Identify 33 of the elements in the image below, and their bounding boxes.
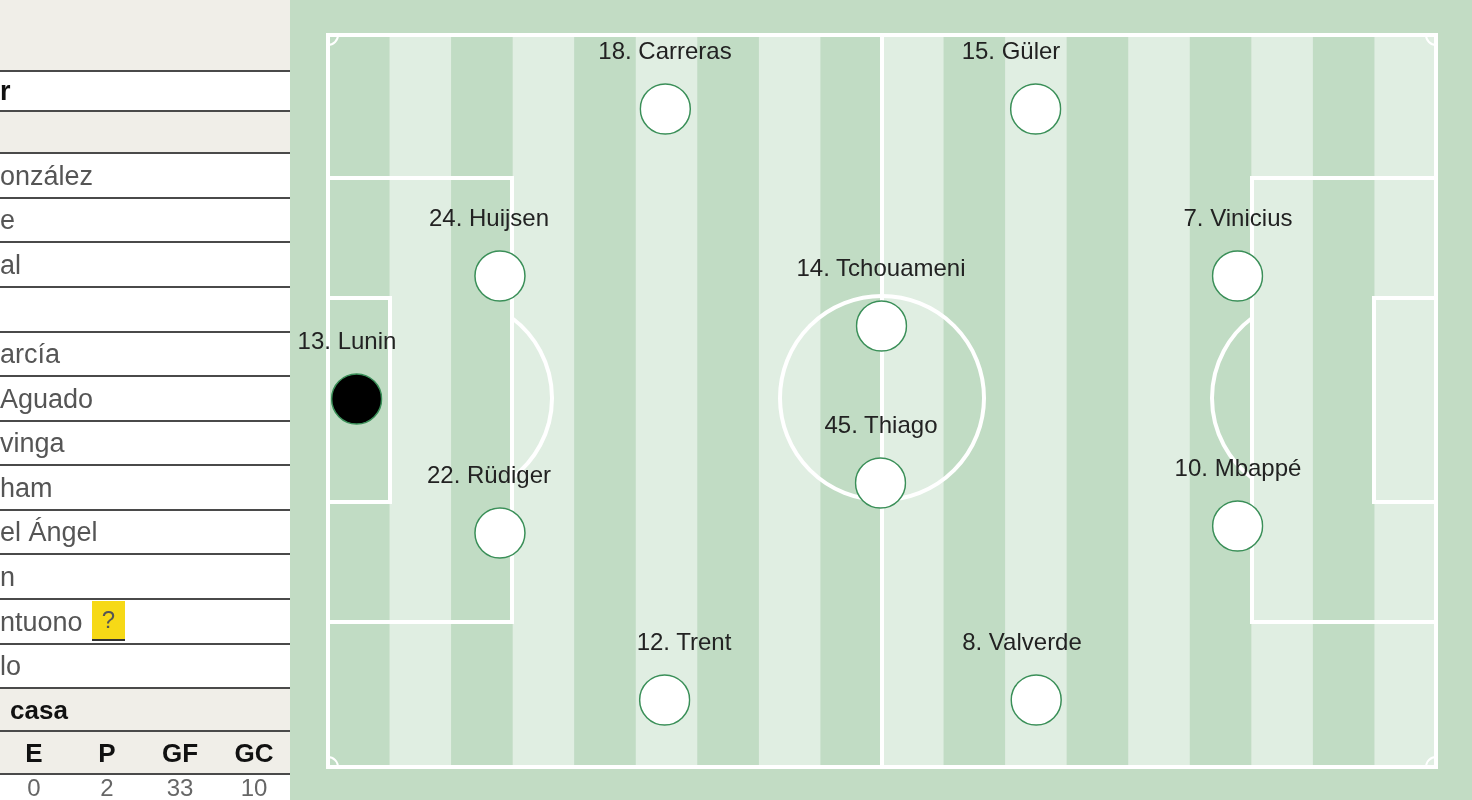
- player-name: 22. Rüdiger: [426, 461, 552, 489]
- player-name: 10. Mbappé: [1174, 454, 1302, 482]
- player-name: n: [0, 561, 16, 593]
- stat-value: 2: [100, 775, 114, 800]
- player-name: 15. Güler: [961, 37, 1061, 65]
- player-name: 14. Tchouameni: [796, 254, 966, 282]
- player-name: 7. Vinicius: [1183, 204, 1293, 232]
- section-heading: casa: [10, 694, 68, 726]
- column-header: E: [25, 737, 43, 769]
- player-name: Aguado: [0, 383, 94, 415]
- column-header: r: [0, 75, 11, 107]
- player-name: ntuono: [0, 606, 83, 638]
- player-name: el Ángel: [0, 516, 98, 548]
- player-name: ham: [0, 472, 53, 504]
- stat-value: 0: [27, 775, 41, 800]
- player-name: 13. Lunin: [297, 327, 397, 355]
- status-tag: ?: [92, 601, 125, 641]
- player-name: onzález: [0, 160, 94, 192]
- player-name: lo: [0, 650, 21, 682]
- column-header: GF: [161, 737, 199, 769]
- player-name: 45. Thiago: [824, 411, 938, 439]
- player-name: 8. Valverde: [962, 628, 1082, 656]
- player-name: e: [0, 204, 16, 236]
- player-name: vinga: [0, 427, 65, 459]
- stat-value: 10: [240, 775, 268, 800]
- player-name: 12. Trent: [636, 628, 732, 656]
- column-header: GC: [234, 737, 274, 769]
- player-name: 18. Carreras: [598, 37, 732, 65]
- player-name: al: [0, 249, 21, 281]
- player-name: 24. Huijsen: [428, 204, 550, 232]
- player-name: arcía: [0, 338, 61, 370]
- stat-value: 33: [166, 775, 194, 800]
- column-header: P: [98, 737, 116, 769]
